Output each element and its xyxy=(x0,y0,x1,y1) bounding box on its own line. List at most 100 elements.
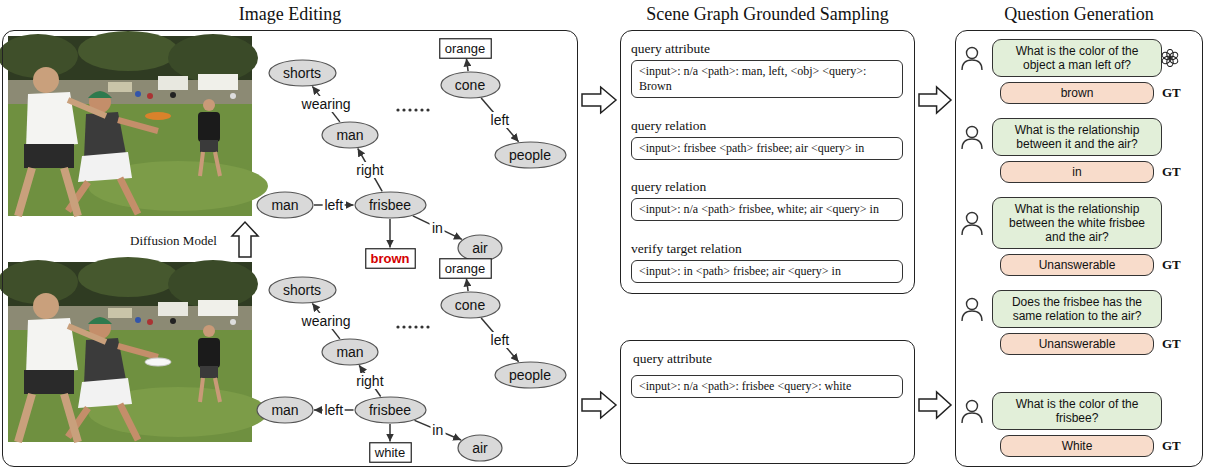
sampling-box: <input>: n/a <path>: frisbee <query>: wh… xyxy=(620,340,915,464)
relation-arrow xyxy=(481,318,518,362)
answer-text: White xyxy=(1007,439,1147,453)
query-type: query relation xyxy=(631,118,903,134)
object-name: air xyxy=(472,240,488,256)
frisbee xyxy=(145,112,171,120)
object-name: people xyxy=(509,147,551,163)
object-name: frisbee xyxy=(369,402,411,418)
object-name: shorts xyxy=(283,282,321,298)
person-icon xyxy=(959,124,985,150)
object-name: air xyxy=(472,440,488,456)
relation-label: wearing xyxy=(300,96,353,112)
ellipse-shape xyxy=(322,122,378,148)
person-head xyxy=(967,213,978,224)
relation-label: right xyxy=(354,162,385,178)
object-node: people xyxy=(494,141,567,169)
photo xyxy=(0,31,268,216)
ellipse-shape xyxy=(458,235,502,261)
relation-label: wearing xyxy=(300,313,353,329)
object-node: air xyxy=(457,434,503,462)
query-item: verify target relation<input>: in <path>… xyxy=(631,241,903,283)
ellipse-shape xyxy=(495,362,566,388)
answer-box: in xyxy=(1000,161,1154,183)
relation-arrow xyxy=(415,420,462,440)
query-spec: <input>: frisbee <path> frisbee; air <qu… xyxy=(631,137,903,160)
panel-title: Question Generation xyxy=(1004,4,1153,25)
relation-label: left xyxy=(322,402,345,418)
relation-arrow xyxy=(389,424,391,442)
ground-truth-tag: GT xyxy=(1162,336,1181,352)
object-name: cone xyxy=(455,297,485,313)
relation-label: right xyxy=(354,373,385,389)
attribute-node: white xyxy=(369,442,412,463)
query-item: query attribute <input>: n/a <path>: man,… xyxy=(631,41,903,98)
person-body xyxy=(962,311,982,321)
rect-shape xyxy=(439,38,491,58)
person-head xyxy=(967,401,978,412)
question-box: Does the frisbee has the same relation t… xyxy=(992,290,1162,328)
attribute-value: brown xyxy=(371,251,410,266)
person-body xyxy=(962,60,982,70)
query-type: query attribute xyxy=(631,41,903,57)
diffusion-arrow xyxy=(232,222,258,257)
person-head xyxy=(967,127,978,138)
relation-arrow xyxy=(466,59,468,72)
relation-label: left xyxy=(322,197,345,213)
relation-label: in xyxy=(430,422,445,438)
relation-arrow xyxy=(481,98,518,142)
answer-box: Unanswerable xyxy=(1000,254,1154,276)
panel-box: shorts man orange cone man frisbee people brown… xyxy=(2,30,578,467)
attribute-value: orange xyxy=(445,41,485,56)
frisbee xyxy=(145,358,171,366)
question-box: What is the color of the frisbee? xyxy=(992,392,1162,430)
answer-text: Unanswerable xyxy=(1007,258,1147,272)
flow-arrow xyxy=(919,392,951,418)
query-spec: <input>: in <path> frisbee; air <query> … xyxy=(631,260,903,283)
object-name: man xyxy=(271,402,298,418)
question-text: What is the relationship between it and … xyxy=(999,123,1155,151)
ellipse-shape xyxy=(355,192,426,218)
object-node: man xyxy=(321,338,379,366)
ellipsis-dots xyxy=(396,108,429,328)
relation-label: left xyxy=(489,112,512,128)
process-label: Diffusion Model xyxy=(130,233,217,249)
panel-title: Scene Graph Grounded Sampling xyxy=(646,4,888,25)
query-spec: <input>: n/a <path>: man, left, <obj> <q… xyxy=(631,60,903,98)
attribute-value: white xyxy=(375,445,405,460)
object-name: man xyxy=(336,344,363,360)
relation-arrow xyxy=(413,216,462,239)
query-item: query relation<input>: n/a <path> frisbe… xyxy=(631,179,903,221)
person-icon xyxy=(959,398,985,424)
person-head xyxy=(967,299,978,310)
query-item: query relation <input>: frisbee <path> fr… xyxy=(631,118,903,160)
object-node: shorts xyxy=(268,59,337,87)
panel-box: query attribute <input>: n/a <path>: man,… xyxy=(620,30,915,294)
object-name: man xyxy=(336,127,363,143)
answer-text: brown xyxy=(1007,86,1147,100)
question-box: What is the color of the object a man le… xyxy=(992,39,1162,77)
query-type: query attribute xyxy=(633,351,712,367)
ellipse-shape xyxy=(355,397,426,423)
question-box: What is the relationship between the whi… xyxy=(992,197,1162,249)
answer-text: in xyxy=(1007,165,1147,179)
answer-box: Unanswerable xyxy=(1000,333,1154,355)
ellipse-shape xyxy=(269,60,336,86)
relation-arrow xyxy=(466,279,468,292)
answer-box: brown xyxy=(1000,82,1154,104)
attribute-node: brown xyxy=(365,248,416,269)
generator-logo xyxy=(1161,49,1179,67)
query-spec: <input>: n/a <path> frisbee, white; air … xyxy=(631,198,903,221)
question-box: What is the relationship between it and … xyxy=(992,118,1162,156)
attribute-value: orange xyxy=(445,261,485,276)
question-text: What is the relationship between the whi… xyxy=(999,202,1155,244)
panel-title: Image Editing xyxy=(239,4,341,25)
person-body xyxy=(962,413,982,423)
ground-truth-tag: GT xyxy=(1162,85,1181,101)
object-node: cone xyxy=(440,291,501,319)
person-icon xyxy=(959,45,985,71)
object-name: cone xyxy=(455,77,485,93)
object-node: man xyxy=(256,191,314,219)
flow-arrow xyxy=(919,87,951,113)
person-body xyxy=(962,139,982,149)
person-icon xyxy=(959,210,985,236)
